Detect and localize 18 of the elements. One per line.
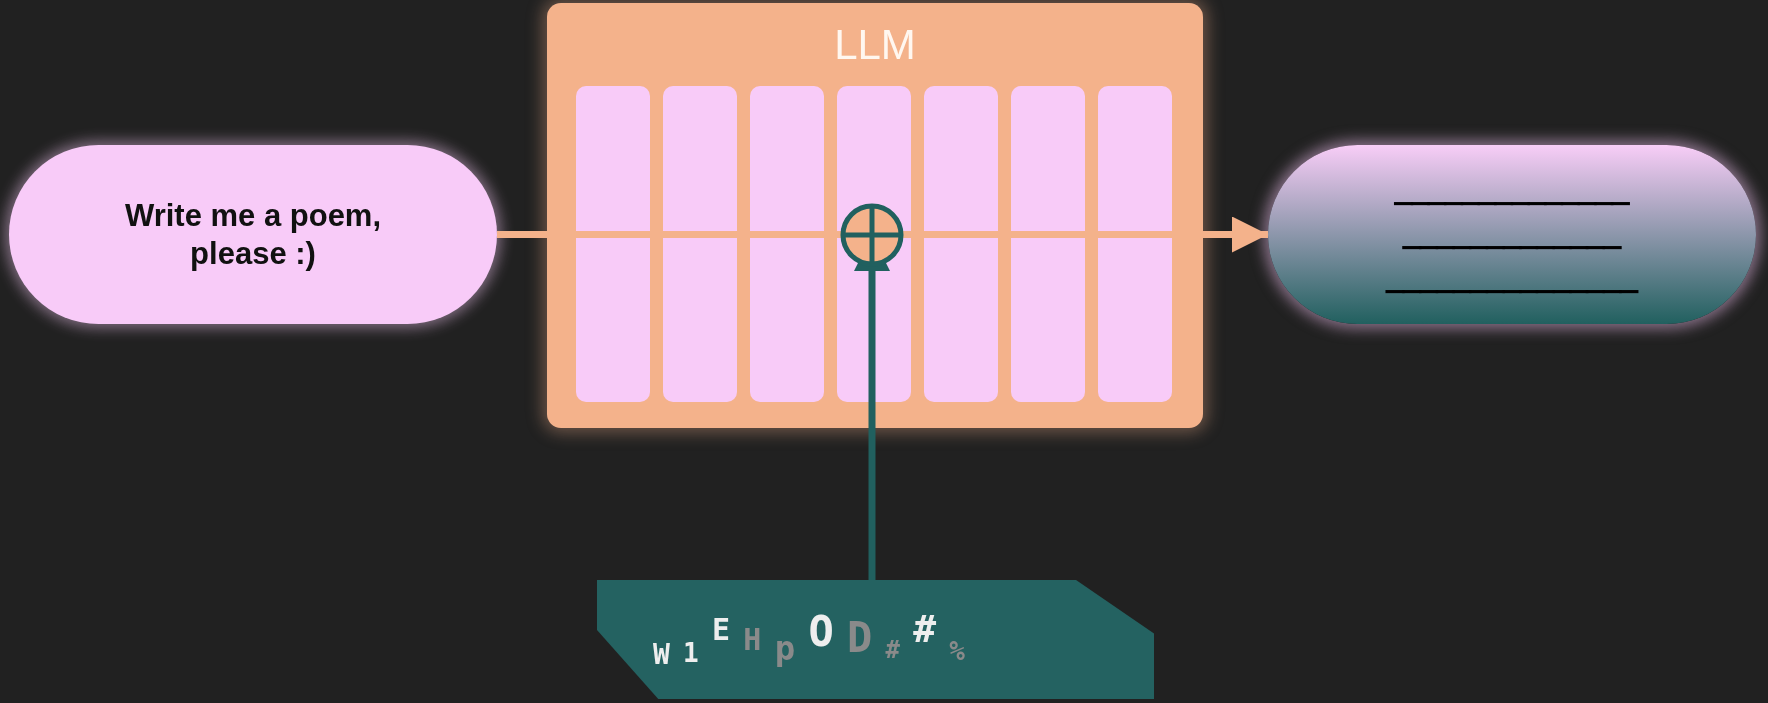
layer-column — [924, 86, 998, 402]
token-box — [597, 580, 1154, 699]
prompt-pill — [9, 145, 497, 324]
output-pill — [1268, 145, 1756, 324]
layer-column — [837, 86, 911, 402]
arrow — [1203, 216, 1268, 253]
placeholder-line: ______________ — [1395, 172, 1629, 209]
placeholder-line: _______________ — [1386, 260, 1638, 297]
layer-column — [750, 86, 824, 402]
prompt-text: Write me a poem, please :) — [123, 196, 383, 273]
layer-column — [576, 86, 650, 402]
layer-column — [1098, 86, 1172, 402]
llm-block — [547, 3, 1203, 428]
layer-column — [1011, 86, 1085, 402]
placeholder-line: _____________ — [1403, 216, 1621, 253]
block-title: LLM — [834, 21, 916, 69]
layer-column — [663, 86, 737, 402]
token-text: W 1 E H p O D # # % — [653, 610, 965, 673]
